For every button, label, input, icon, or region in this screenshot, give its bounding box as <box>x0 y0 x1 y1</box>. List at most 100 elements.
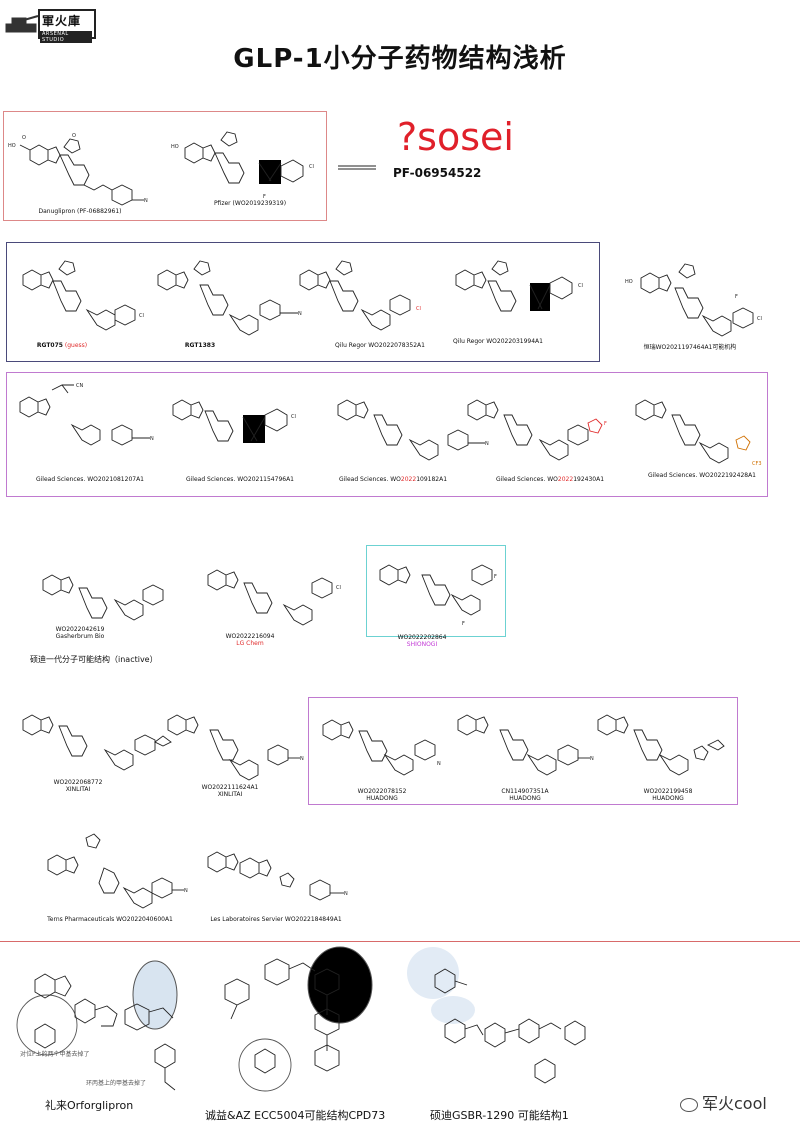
svg-text:O: O <box>72 133 76 139</box>
structure-gasherbrum <box>42 574 164 621</box>
svg-text:N: N <box>300 756 304 762</box>
caption-lgchem-co: LG Chem <box>236 640 264 647</box>
structure-terns: N <box>47 833 188 909</box>
caption-huadong-1-co: HUADONG <box>366 795 398 802</box>
svg-text:N: N <box>437 761 441 767</box>
panel-regor <box>6 242 600 362</box>
svg-text:Cl: Cl <box>416 306 421 312</box>
svg-text:N: N <box>344 891 348 897</box>
svg-text:F: F <box>494 574 497 580</box>
caption-gilead-2: Gilead Sciences. WO2021154796A1 <box>185 476 295 483</box>
svg-text:HO: HO <box>8 143 16 149</box>
structure-gsbr-1290 <box>407 947 586 1084</box>
caption-gasherbrum-co: Gasherbrum Bio <box>55 633 105 640</box>
structure-huadong-1: N <box>322 719 441 776</box>
svg-text:N: N <box>590 756 594 762</box>
caption-huadong-3-wo: WO2022199458 <box>643 788 693 795</box>
caption-xinlitai-2-co: XINLITAI <box>217 791 243 798</box>
inactive-note: 硕迪一代分子可能结构（inactive） <box>30 655 158 664</box>
handnote-2: 环丙基上的甲基去掉了 <box>86 1080 147 1087</box>
svg-text:N: N <box>184 888 188 894</box>
svg-text:Cl: Cl <box>336 585 341 591</box>
caption-eisai: 诚益&AZ ECC5004可能结构CPD73 <box>205 1109 386 1122</box>
svg-text:N: N <box>150 436 154 442</box>
svg-text:O: O <box>22 135 26 141</box>
arsenal-logo: 軍火庫 ARSENAL STUDIO <box>4 4 96 44</box>
caption-huadong-3-co: HUADONG <box>652 795 684 802</box>
structure-rgt075: Cl <box>22 260 144 331</box>
structure-servier: N <box>207 851 348 901</box>
svg-text:Cl: Cl <box>291 414 296 420</box>
watermark: 军火cool <box>680 1090 767 1114</box>
svg-text:CF3: CF3 <box>752 461 762 467</box>
svg-text:HO: HO <box>625 279 633 285</box>
caption-xinlitai-1-wo: WO2022068772 <box>53 779 103 786</box>
caption-gilead-1: Gilead Sciences. WO2021081207A1 <box>35 476 145 483</box>
structure-gilead-4: F <box>467 399 607 461</box>
structure-lgchem: Cl <box>207 569 341 626</box>
caption-shionogi-co: SHIONOGI <box>406 641 438 648</box>
svg-text:N: N <box>485 441 489 447</box>
caption-pfizer: Pfizer (WO2019239319) <box>213 200 287 207</box>
caption-huadong-2-wo: CN114907351A <box>501 788 549 795</box>
panel-pfizer <box>3 111 327 221</box>
caption-gilead-4: Gilead Sciences. WO2022192430A1 <box>495 476 605 483</box>
panel-shionogi <box>366 545 506 637</box>
caption-xinlitai-2-wo: WO2022111624A1 <box>201 784 259 791</box>
caption-huadong-2-co: HUADONG <box>509 795 541 802</box>
logo-text-en: ARSENAL STUDIO <box>40 31 92 43</box>
structure-xinlitai-1 <box>22 714 172 771</box>
svg-text:HO: HO <box>171 144 179 150</box>
svg-text:Cl: Cl <box>578 283 583 289</box>
structure-qilu-1: Cl <box>299 260 421 331</box>
structure-pfizer: HO Cl F <box>171 131 314 200</box>
tank-icon <box>5 15 39 33</box>
structure-gilead-5: CF3 <box>635 399 762 467</box>
structure-huadong-2: N <box>457 714 594 776</box>
caption-sodi: 硕迪GSBR-1290 可能结构1 <box>430 1109 569 1122</box>
caption-qilu-2: Qilu Regor WO2022031994A1 <box>453 338 543 345</box>
sosei-compound: PF-06954522 <box>393 166 482 180</box>
svg-text:Cl: Cl <box>309 164 314 170</box>
structure-xinlitai-2: N <box>167 714 304 781</box>
svg-text:F: F <box>462 621 465 627</box>
caption-huadong-1-wo: WO2022078152 <box>357 788 407 795</box>
caption-shionogi-wo: WO2022202864 <box>397 634 447 641</box>
structure-gilead-3: N <box>337 399 489 461</box>
handnote-1: 对位F上的两个甲基去掉了 <box>20 1051 90 1058</box>
caption-qilu-1: Qilu Regor WO2022078352A1 <box>335 342 425 349</box>
caption-xinlitai-1-co: XINLITAI <box>65 786 91 793</box>
caption-gilead-3: Gilead Sciences. WO2022109182A1 <box>338 476 448 483</box>
svg-text:N: N <box>144 198 148 204</box>
watermark-text: 军火cool <box>702 1094 767 1113</box>
structure-rgt1383: N <box>157 260 302 336</box>
page-title: GLP-1小分子药物结构浅析 <box>233 44 567 74</box>
logo-text-cn: 軍火庫 <box>42 14 82 28</box>
structure-gilead-2: Cl <box>172 399 296 443</box>
svg-text:F: F <box>604 421 607 427</box>
structure-hengrui: HO Cl F <box>625 263 762 337</box>
caption-rgt075: RGT075 (guess) <box>36 342 88 349</box>
structure-huadong-3 <box>597 714 725 776</box>
structure-qilu-2: Cl <box>455 260 583 312</box>
svg-text:Cl: Cl <box>757 316 762 322</box>
section-divider <box>0 941 800 942</box>
svg-text:F: F <box>735 294 738 300</box>
wechat-icon <box>680 1097 698 1112</box>
svg-text:N: N <box>298 311 302 317</box>
svg-text:CN: CN <box>76 383 83 389</box>
sosei-brand: ?sosei <box>397 115 514 159</box>
structure-shionogi: FF <box>379 564 497 627</box>
caption-gilead-5: Gilead Sciences. WO2022192428A1 <box>647 472 757 479</box>
caption-danuglipron: Danuglipron (PF-06882961) <box>38 208 122 215</box>
caption-lilly: 礼来Orforglipron <box>45 1099 134 1112</box>
structure-gilead-1: CN N <box>19 383 154 446</box>
structure-danuglipron: HO O N O <box>8 133 148 206</box>
caption-rgt1383: RGT1383 <box>184 342 216 349</box>
caption-gasherbrum-wo: WO2022042619 <box>55 626 105 633</box>
equivalence-arrow <box>338 165 376 170</box>
caption-lgchem-wo: WO2022216094 <box>225 633 275 640</box>
caption-servier: Les Laboratoires Servier WO2022184849A1 <box>210 916 342 923</box>
structure-orforglipron <box>16 960 178 1091</box>
svg-text:Cl: Cl <box>139 313 144 319</box>
